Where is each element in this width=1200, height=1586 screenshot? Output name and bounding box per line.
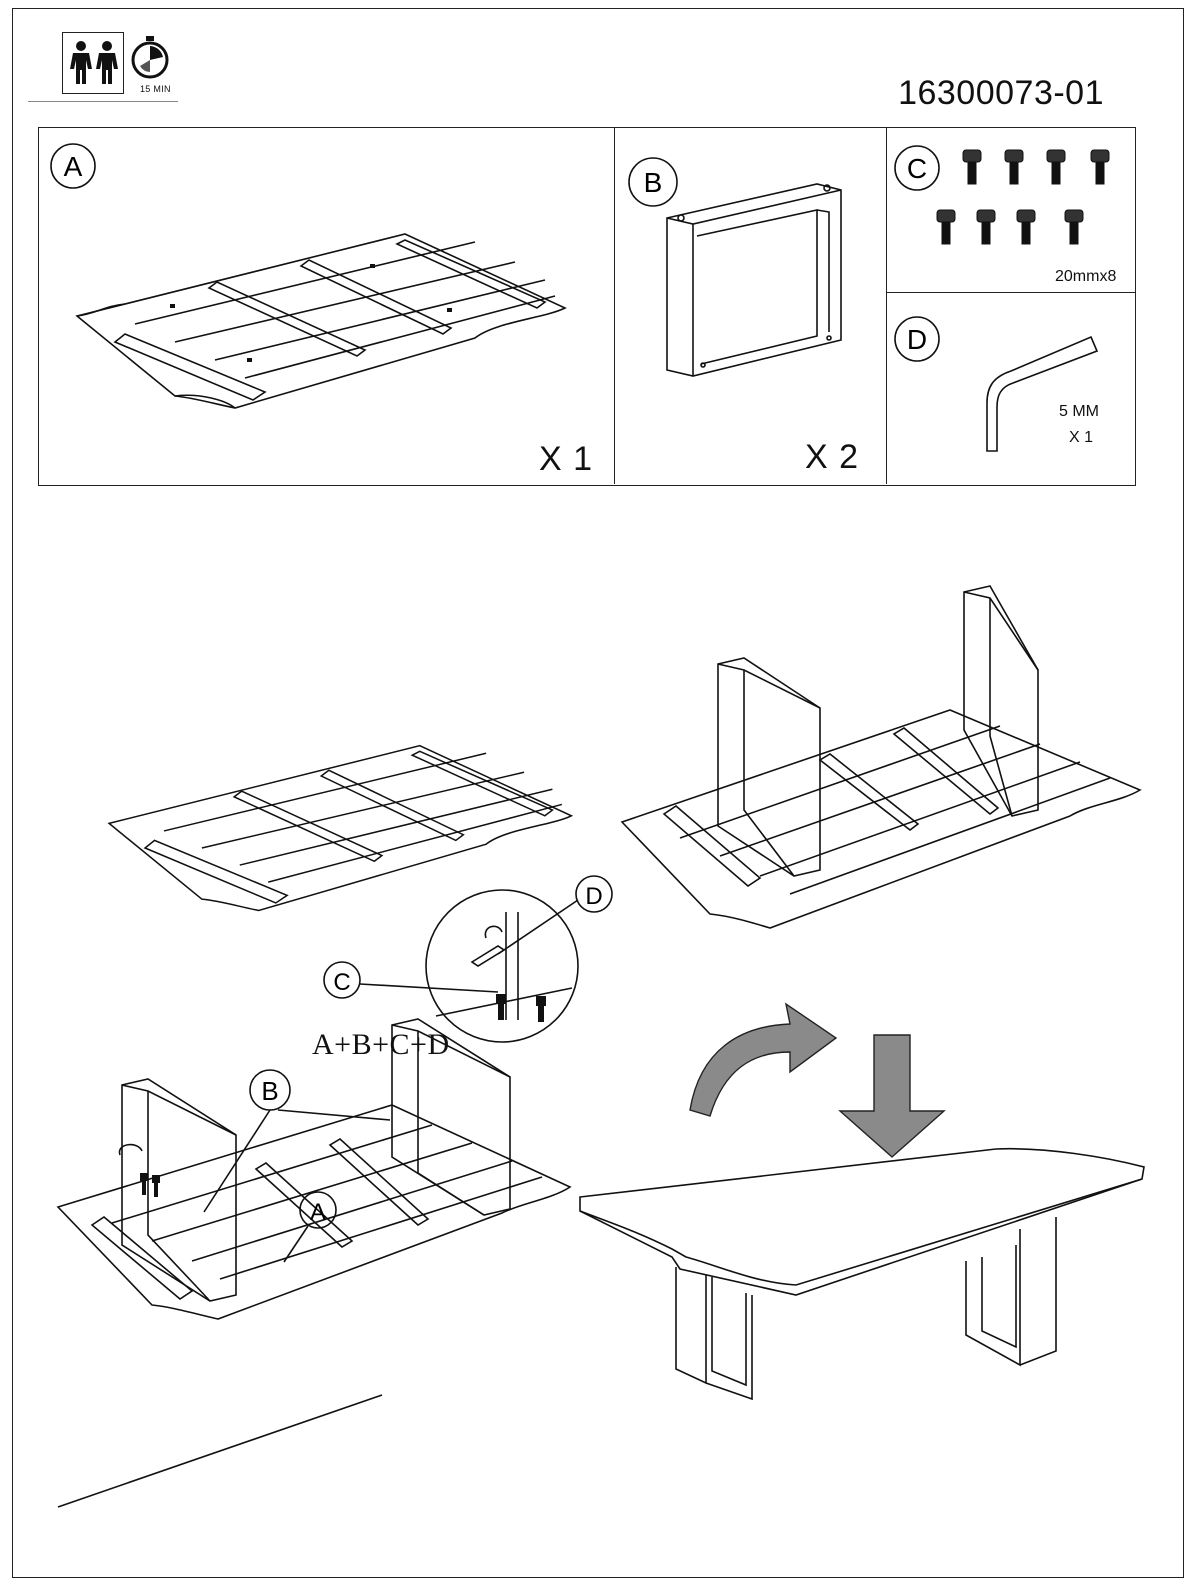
assembly-time-label: 15 MIN (140, 84, 171, 94)
tabletop-underside-drawing (75, 233, 567, 409)
step-assembly-drawing (56, 1018, 572, 1508)
part-c-callout: C (894, 145, 940, 191)
two-person-icon (62, 32, 124, 94)
part-c-quantity: 20mmx8 (1055, 268, 1117, 285)
step-finished-table-drawing (579, 1147, 1145, 1401)
part-b-cell: B X 2 (615, 128, 887, 484)
down-arrow-icon (838, 1034, 946, 1158)
part-d-letter: D (907, 324, 927, 355)
part-b-letter: B (644, 167, 663, 198)
part-c-cell: C 20mmx8 (887, 128, 1135, 293)
stopwatch-icon (131, 36, 169, 79)
parts-list: A X 1 B (38, 127, 1136, 486)
part-d-size: 5 MM (1059, 403, 1099, 420)
leg-frame-drawing (666, 183, 842, 377)
part-d-cell: D 5 MM X 1 (887, 293, 1135, 484)
part-a-cell: A X 1 (39, 128, 615, 484)
step-legs-placed-drawing (620, 585, 1142, 929)
callout-d-letter: D (585, 883, 602, 910)
part-d-callout: D (894, 316, 940, 362)
callout-a-letter: A (310, 1199, 326, 1226)
document-number: 16300073-01 (898, 74, 1104, 112)
part-b-callout: B (628, 157, 678, 207)
assembly-formula: A+B+C+D (312, 1028, 450, 1061)
hex-key-drawing (986, 335, 1099, 452)
step-tabletop-drawing (107, 744, 574, 912)
bolt-set-drawing (936, 149, 1110, 245)
part-d-quantity: X 1 (1069, 429, 1094, 446)
detail-bolt-callout: C D (323, 875, 613, 1043)
step-assembly-callouts: B A (203, 1069, 391, 1263)
part-a-letter: A (64, 151, 83, 182)
part-a-callout: A (50, 143, 96, 189)
part-c-letter: C (907, 153, 927, 184)
page-frame (12, 8, 1184, 1578)
header-divider (28, 101, 178, 102)
part-a-quantity: X 1 (539, 440, 594, 478)
callout-c-letter: C (333, 969, 350, 996)
flip-arrow-icon (689, 1002, 838, 1117)
callout-b-letter: B (261, 1076, 278, 1106)
part-b-quantity: X 2 (805, 438, 860, 476)
